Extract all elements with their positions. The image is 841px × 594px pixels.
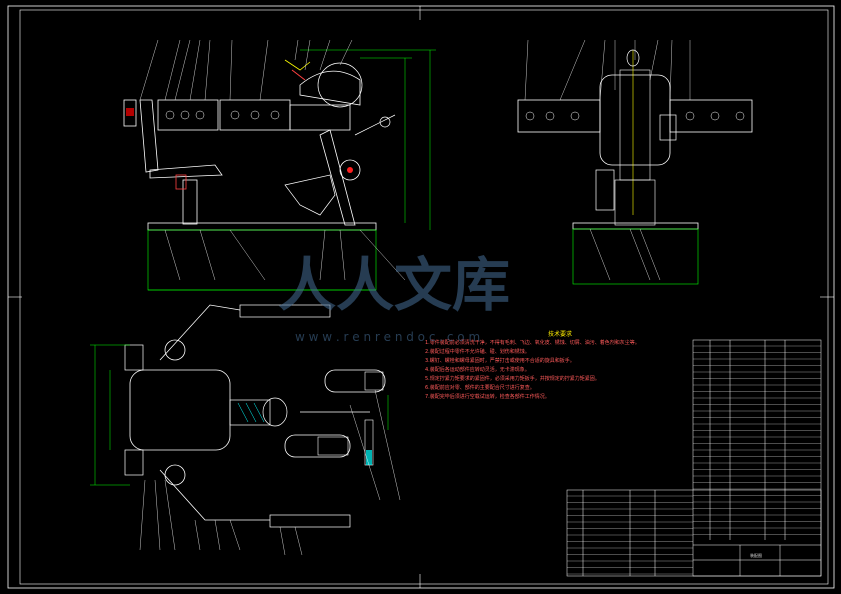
gear-housing: [299, 70, 361, 106]
upper-arm-linkage: [159, 304, 241, 361]
upper-arm-segment: [157, 99, 219, 131]
handle-upper: [324, 369, 386, 393]
support-leg: [319, 129, 356, 226]
forearm-segment: [219, 99, 291, 131]
title-block: [566, 339, 822, 577]
notes-item-2: 2.装配过程中零件不允许磕、碰、划伤和锈蚀。: [425, 349, 530, 355]
lower-arm-linkage: [159, 469, 270, 521]
handle-lower: [284, 434, 351, 458]
seat-back: [139, 99, 159, 173]
side-view: [517, 39, 753, 285]
notes-item-6: 6.装配前应对零、部件的主要配合尺寸进行复查。: [425, 385, 535, 391]
front-view: [123, 39, 436, 291]
watermark-brand: 人人文库: [278, 251, 511, 319]
plan-view: [90, 304, 401, 556]
right-arm-side: [669, 99, 753, 133]
drawing-title: 装配图: [750, 552, 762, 558]
notes-item-7: 7.装配完毕后须进行空载试运转，检查各部件工作情况。: [425, 394, 550, 400]
joint-housing: [289, 104, 351, 131]
base-plate: [147, 222, 377, 231]
notes-title: 技术要求: [547, 331, 572, 338]
seat-column: [182, 179, 198, 225]
pivot-wheel: [339, 159, 361, 181]
watermark-url: w w w . r e n r e n d o c . c o m: [295, 330, 481, 344]
notes-item-5: 5.规定拧紧力矩要求的紧固件，必须采用力矩扳手，并按规定的拧紧力矩紧固。: [425, 376, 600, 382]
seat-top: [129, 369, 231, 451]
hand-grip: [123, 99, 137, 127]
technical-notes: 技术要求 1.零件装配前必须清洗干净，不得有毛刺、飞边、氧化皮、锈蚀、切屑、油污…: [425, 330, 695, 402]
notes-item-1: 1.零件装配前必须清洗干净，不得有毛刺、飞边、氧化皮、锈蚀、切屑、油污、着色剂和…: [425, 340, 640, 346]
notes-item-4: 4.装配后各运动部件应转动灵活，无卡滞现象。: [425, 367, 530, 373]
seat: [149, 164, 223, 179]
seat-back-side: [599, 74, 671, 166]
centering-marks: [8, 6, 834, 588]
notes-item-3: 3.螺钉、螺栓和螺母紧固时，严禁打击或使用不合适的旋具和扳手。: [425, 358, 575, 364]
left-arm-side: [517, 99, 601, 133]
